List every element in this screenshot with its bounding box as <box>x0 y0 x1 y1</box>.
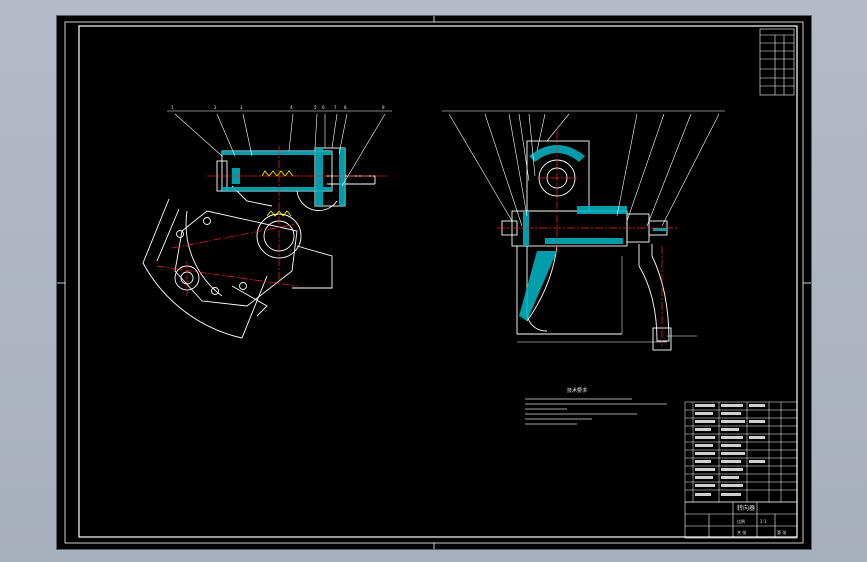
svg-text:7: 7 <box>334 105 337 110</box>
revision-table <box>759 28 795 96</box>
svg-text:4: 4 <box>290 105 293 110</box>
title-block <box>684 501 798 539</box>
svg-text:9: 9 <box>382 105 385 110</box>
svg-text:2: 2 <box>214 105 217 110</box>
cad-viewport[interactable]: 1 2 3 4 5 6 7 8 9 <box>56 15 812 550</box>
tech-requirements-heading: 技术要求 <box>567 387 587 394</box>
left-view-centerlines <box>156 146 387 296</box>
assembly-drawing: 1 2 3 4 5 6 7 8 9 <box>57 16 811 549</box>
svg-text:8: 8 <box>344 105 347 110</box>
left-view-sector <box>142 198 333 339</box>
left-view-leaders <box>167 110 392 187</box>
scale-value: 1:1 <box>760 519 767 524</box>
drawing-title: 转向器 <box>737 504 755 512</box>
sheet-index: 第 张 <box>777 529 786 535</box>
left-view-item-numbers: 1 2 3 4 5 6 7 8 9 <box>171 105 385 110</box>
svg-text:6: 6 <box>322 105 325 110</box>
sheet-count: 共 张 <box>737 529 746 535</box>
svg-text:1: 1 <box>171 105 174 110</box>
svg-text:5: 5 <box>314 105 317 110</box>
scale-label: 比例 <box>737 518 745 524</box>
left-view-sections <box>222 148 345 206</box>
right-view-leaders <box>442 110 725 227</box>
right-view-dimensions <box>517 256 697 343</box>
drawing-frame <box>57 16 811 549</box>
tech-requirements: 技术要求 <box>525 387 667 425</box>
left-view-gear-teeth <box>261 170 294 217</box>
right-view-sections <box>519 145 667 321</box>
left-view-housing <box>216 147 376 211</box>
parts-list-text <box>695 404 765 496</box>
right-view-centerlines <box>497 131 677 346</box>
svg-text:3: 3 <box>240 105 243 110</box>
